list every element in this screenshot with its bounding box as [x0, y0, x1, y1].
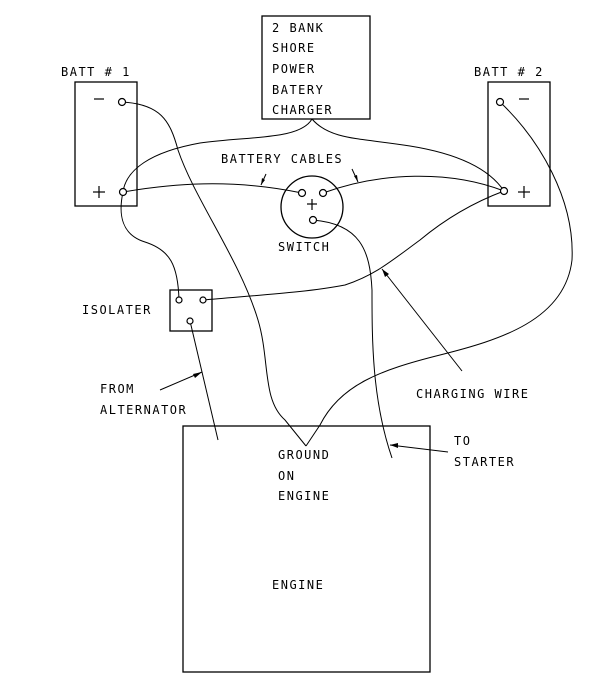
engine-ground-line-1: GROUND	[278, 448, 330, 462]
wire-batt1-pos-to-switch	[122, 183, 303, 194]
isolater-terminal-right	[199, 296, 207, 304]
isolater-terminal-bottom	[186, 317, 194, 325]
battery-2-box	[487, 81, 551, 207]
charger-line-5: CHARGER	[272, 103, 333, 117]
switch-terminal-common	[308, 215, 318, 225]
charger-line-1: 2 BANK	[272, 21, 324, 35]
alternator-arrow	[159, 371, 203, 391]
battery-1-positive-terminal	[118, 187, 128, 197]
wire-isolater-to-alternator	[189, 320, 219, 441]
switch-terminal-right	[318, 188, 328, 198]
battery-1-negative-terminal	[117, 97, 127, 107]
engine: GROUND ON ENGINE ENGINE	[182, 425, 431, 673]
from-label: FROM	[100, 382, 135, 396]
battery-2-negative-terminal	[495, 97, 505, 107]
battery-1-box	[74, 81, 138, 207]
isolater: ISOLATER	[82, 289, 213, 332]
switch-label: SWITCH	[278, 240, 330, 254]
annotations: BATTERY CABLES CHARGING WIRE FROM ALTERN…	[100, 152, 529, 469]
starter-label: STARTER	[454, 455, 515, 469]
switch-terminal-left	[297, 188, 307, 198]
isolater-label: ISOLATER	[82, 303, 152, 317]
switch-center-plus	[307, 199, 317, 210]
terminals	[117, 97, 509, 325]
isolater-box	[169, 289, 213, 332]
isolater-terminal-left	[175, 296, 183, 304]
battery-cables-arrow-left	[260, 173, 267, 186]
to-label: TO	[454, 434, 471, 448]
battery-1-label: BATT # 1	[61, 65, 131, 79]
charging-wire-arrow	[381, 268, 463, 372]
battery-1: BATT # 1	[61, 65, 138, 207]
switch: SWITCH	[278, 175, 344, 254]
battery-cables-label: BATTERY CABLES	[221, 152, 343, 166]
engine-box	[182, 425, 431, 673]
charger-line-3: POWER	[272, 62, 316, 76]
charging-wire-label: CHARGING WIRE	[416, 387, 529, 401]
battery-2: BATT # 2	[474, 65, 551, 207]
wire-batt1-neg-to-ground	[121, 101, 307, 447]
battery-2-positive-terminal	[499, 186, 509, 196]
charger-box	[261, 15, 371, 120]
charger: 2 BANK SHORE POWER BATERY CHARGER	[261, 15, 371, 120]
wire-batt2-neg-to-ground	[305, 101, 573, 447]
wires	[120, 101, 573, 459]
engine-ground-line-3: ENGINE	[278, 489, 330, 503]
engine-ground-line-2: ON	[278, 469, 295, 483]
engine-label: ENGINE	[272, 578, 324, 592]
battery-2-label: BATT # 2	[474, 65, 544, 79]
charger-line-2: SHORE	[272, 41, 316, 55]
switch-body	[280, 175, 344, 239]
wire-switch-to-starter	[312, 219, 393, 459]
alternator-label: ALTERNATOR	[100, 403, 187, 417]
battery-2-positive-sign	[518, 186, 530, 198]
wire-isolater-to-batt2-pos	[202, 190, 505, 301]
battery-cables-arrow-right	[351, 168, 359, 183]
wire-switch-to-batt2-pos	[322, 175, 505, 194]
battery-1-positive-sign	[93, 186, 105, 198]
starter-arrow	[389, 443, 449, 453]
wire-charger-to-batt2-pos	[311, 118, 505, 192]
wire-batt1-pos-to-isolater	[120, 191, 180, 301]
wire-charger-to-batt1-pos	[122, 118, 313, 193]
charger-line-4: BATERY	[272, 83, 324, 97]
